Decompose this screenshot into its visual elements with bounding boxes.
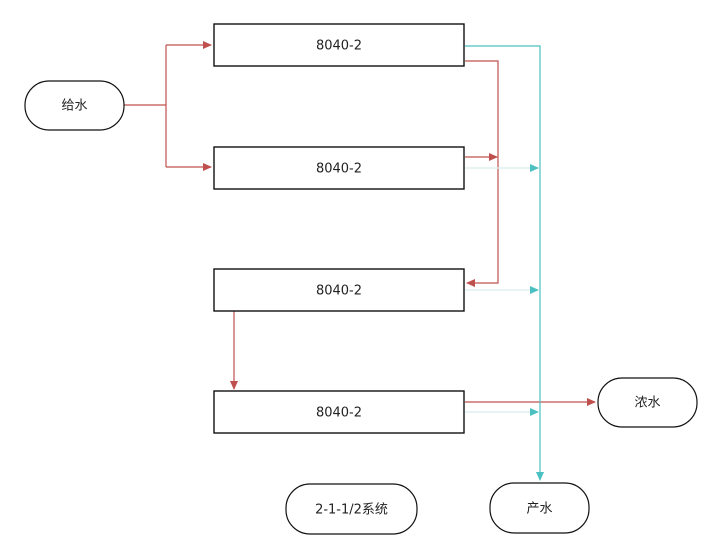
product-node-shape — [489, 482, 590, 534]
system-label-shape — [285, 483, 418, 535]
feed-flow-lines — [124, 41, 596, 406]
membrane-unit-3: 8040-2 — [213, 268, 465, 312]
unit2-box — [213, 146, 465, 190]
system-label-text: 2-1-1/2系统 — [315, 503, 388, 518]
feed-node: 给水 — [24, 80, 125, 131]
unit1-concentrate-line — [465, 60, 499, 287]
concentrate-node: 浓水 — [597, 377, 698, 428]
concentrate-node-label: 浓水 — [634, 396, 660, 411]
concentrate-node-shape — [597, 377, 698, 428]
unit1-box — [213, 23, 465, 67]
product-trunk-line — [465, 45, 544, 481]
feed-node-shape — [24, 80, 125, 131]
product-node-label: 产水 — [526, 502, 552, 517]
membrane-unit-2: 8040-2 — [213, 146, 465, 190]
unit4-label: 8040-2 — [316, 406, 362, 421]
unit1-label: 8040-2 — [316, 39, 362, 54]
unit2-label: 8040-2 — [316, 162, 362, 177]
unit4-box — [213, 390, 465, 434]
product-node: 产水 — [489, 482, 590, 534]
unit3-label: 8040-2 — [316, 284, 362, 299]
membrane-unit-4: 8040-2 — [213, 390, 465, 434]
product-flow-lines — [465, 45, 544, 481]
membrane-unit-1: 8040-2 — [213, 23, 465, 67]
feed-node-label: 给水 — [61, 99, 87, 114]
system-label-node: 2-1-1/2系统 — [285, 483, 418, 535]
unit3-box — [213, 268, 465, 312]
